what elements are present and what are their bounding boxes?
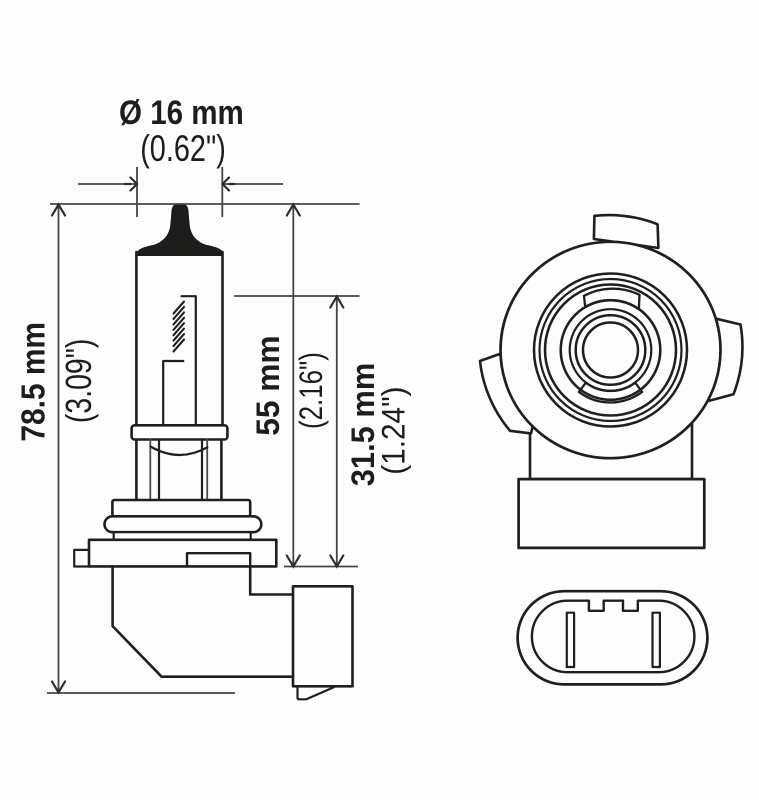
svg-text:(1.24"): (1.24") [376,386,412,474]
svg-text:31.5 mm: 31.5 mm [344,363,381,487]
svg-text:55 mm: 55 mm [250,335,286,435]
svg-text:(3.09"): (3.09") [59,339,99,423]
svg-text:78.5 mm: 78.5 mm [15,322,52,442]
svg-text:(2.16"): (2.16") [295,352,330,429]
svg-text:(0.62"): (0.62") [140,129,226,170]
svg-text:Ø 16 mm: Ø 16 mm [119,93,244,132]
